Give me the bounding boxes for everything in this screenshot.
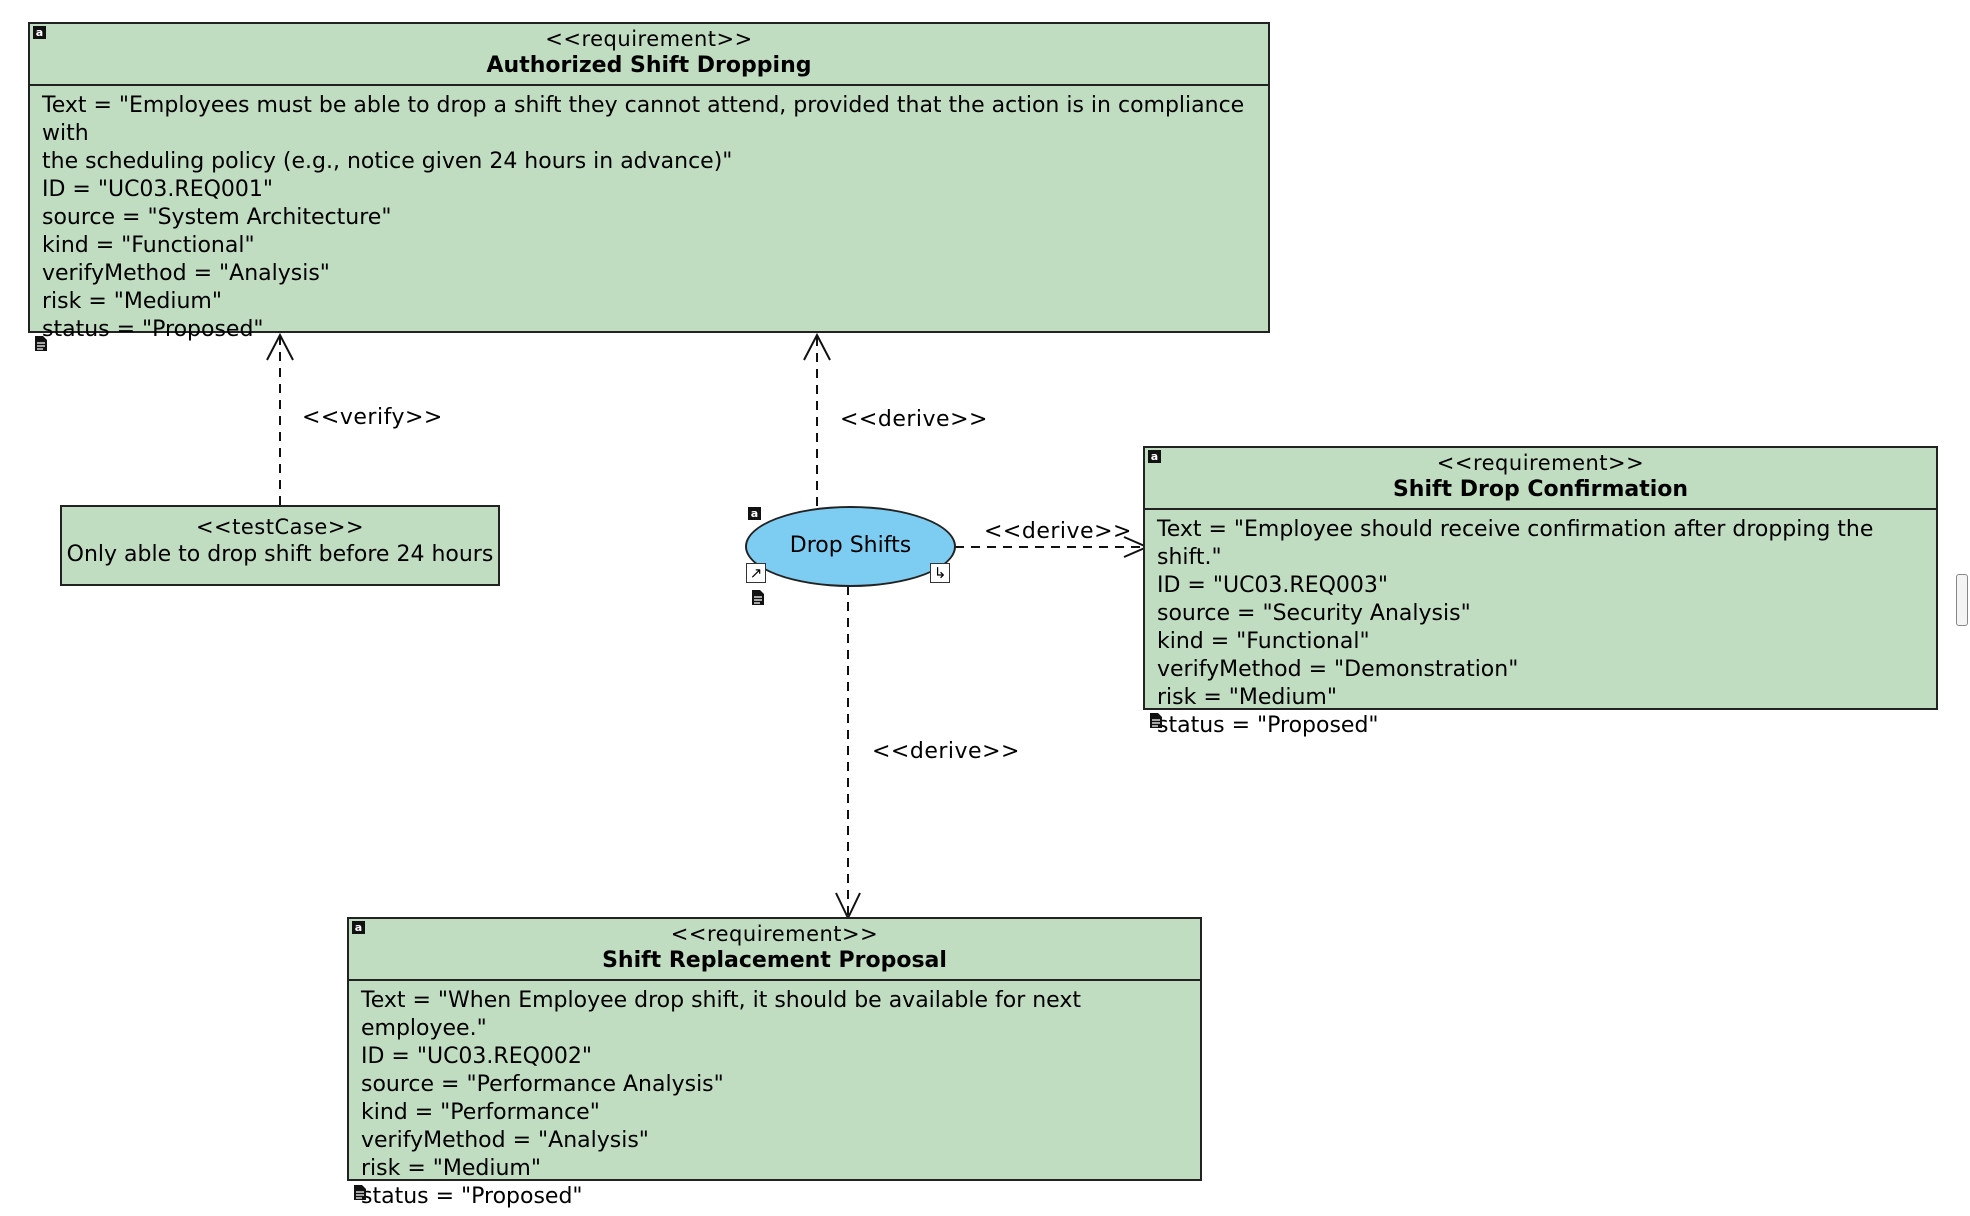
property-source: source = "Security Analysis" (1157, 601, 1471, 626)
property-text-line-1: Text = "Employees must be able to drop a… (42, 93, 1252, 146)
property-text: Text = "When Employee drop shift, it sho… (361, 988, 1088, 1041)
property-id: ID = "UC03.REQ003" (1157, 573, 1389, 598)
requirement-name: Authorized Shift Dropping (486, 53, 812, 78)
property-risk: risk = "Medium" (42, 289, 222, 314)
property-id: ID = "UC03.REQ001" (42, 177, 274, 202)
property-verify-method: verifyMethod = "Analysis" (42, 261, 330, 286)
requirement-shift-drop-confirmation[interactable]: a <<requirement>> Shift Drop Confirmatio… (1143, 446, 1938, 738)
property-source: source = "Performance Analysis" (361, 1072, 724, 1097)
verify-arrowhead (266, 332, 294, 361)
property-status: status = "Proposed" (361, 1184, 583, 1209)
note-icon (1150, 713, 1162, 728)
property-status: status = "Proposed" (42, 317, 264, 342)
element-marker-icon: a (33, 26, 46, 39)
subdiagram-link-icon[interactable]: ↳ (930, 563, 950, 583)
property-verify-method: verifyMethod = "Demonstration" (1157, 657, 1519, 682)
test-case-box[interactable]: <<testCase>> Only able to drop shift bef… (60, 505, 500, 586)
note-icon (752, 590, 764, 605)
use-case-drop-shifts[interactable]: Drop Shifts (745, 506, 956, 587)
note-icon (354, 1185, 366, 1200)
canvas-scroll-handle[interactable] (1956, 574, 1968, 626)
element-marker-icon: a (748, 507, 761, 520)
requirement-shift-replacement-proposal[interactable]: a <<requirement>> Shift Replacement Prop… (347, 917, 1202, 1209)
requirement-header: <<requirement>> Authorized Shift Droppin… (30, 24, 1268, 86)
derive-up-label: <<derive>> (840, 407, 988, 432)
property-id: ID = "UC03.REQ002" (361, 1044, 593, 1069)
test-case-name: Only able to drop shift before 24 hours (66, 542, 494, 567)
navigate-link-icon[interactable]: ↗ (746, 563, 766, 583)
property-kind: kind = "Functional" (42, 233, 255, 258)
property-verify-method: verifyMethod = "Analysis" (361, 1128, 649, 1153)
stereotype-label: <<requirement>> (1436, 451, 1645, 475)
property-source: source = "System Architecture" (42, 205, 392, 230)
derive-down-label: <<derive>> (872, 739, 1020, 764)
verify-label: <<verify>> (302, 405, 443, 430)
property-status: status = "Proposed" (1157, 713, 1379, 738)
requirement-name: Shift Replacement Proposal (602, 948, 947, 973)
note-icon (35, 336, 47, 351)
use-case-name: Drop Shifts (789, 533, 912, 558)
property-kind: kind = "Functional" (1157, 629, 1370, 654)
requirement-header: <<requirement>> Shift Drop Confirmation (1145, 448, 1936, 510)
element-marker-icon: a (1148, 450, 1161, 463)
requirement-header: <<requirement>> Shift Replacement Propos… (349, 919, 1200, 981)
property-risk: risk = "Medium" (361, 1156, 541, 1181)
requirement-properties: Text = "Employees must be able to drop a… (30, 86, 1268, 344)
property-text: Text = "Employee should receive confirma… (1157, 517, 1881, 570)
requirement-properties: Text = "Employee should receive confirma… (1145, 510, 1936, 740)
requirement-name: Shift Drop Confirmation (1392, 477, 1689, 502)
element-marker-icon: a (352, 921, 365, 934)
stereotype-label: <<testCase>> (195, 515, 365, 539)
property-risk: risk = "Medium" (1157, 685, 1337, 710)
requirement-authorized-shift-dropping[interactable]: a <<requirement>> Authorized Shift Dropp… (28, 22, 1270, 342)
stereotype-label: <<requirement>> (545, 27, 753, 51)
requirement-properties: Text = "When Employee drop shift, it sho… (349, 981, 1200, 1211)
property-kind: kind = "Performance" (361, 1100, 600, 1125)
property-text-line-2: the scheduling policy (e.g., notice give… (42, 149, 733, 174)
stereotype-label: <<requirement>> (670, 922, 879, 946)
derive-up-arrowhead (803, 332, 831, 361)
derive-right-label: <<derive>> (984, 519, 1132, 544)
